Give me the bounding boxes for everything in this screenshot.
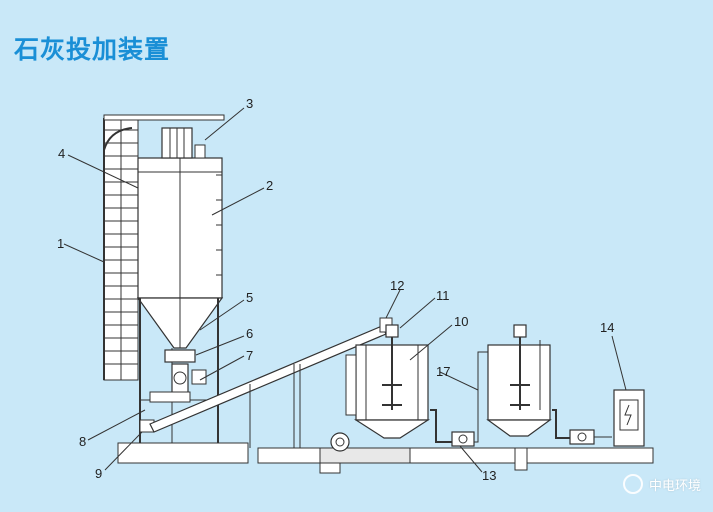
discharge-feeder xyxy=(139,349,207,433)
callout-9: 9 xyxy=(95,466,102,481)
watermark-text: 中电环境 xyxy=(648,478,701,494)
callout-13: 13 xyxy=(482,468,496,483)
callout-6: 6 xyxy=(246,326,253,341)
slurry-pump xyxy=(330,432,350,452)
transfer-pipe xyxy=(430,351,488,447)
callout-3: 3 xyxy=(246,96,253,111)
ladder-frame xyxy=(103,114,225,381)
dust-collector xyxy=(161,127,206,159)
leader-lines xyxy=(63,107,627,473)
callout-12: 12 xyxy=(390,278,404,293)
callout-10: 10 xyxy=(454,314,468,329)
callout-7: 7 xyxy=(246,348,253,363)
control-cabinet xyxy=(613,389,645,447)
callout-2: 2 xyxy=(266,178,273,193)
logo-circle-icon xyxy=(622,474,643,494)
callout-14: 14 xyxy=(600,320,614,335)
ground-slab xyxy=(117,442,654,474)
callout-4: 4 xyxy=(58,146,65,161)
mixing-tank-1 xyxy=(345,324,431,439)
page-title: 石灰投加装置 xyxy=(14,35,171,64)
callout-11: 11 xyxy=(436,288,450,303)
callout-1: 1 xyxy=(57,236,64,251)
watermark: 中电环境 xyxy=(622,474,701,494)
mixing-tank-2 xyxy=(486,324,612,445)
callout-labels: 1 2 3 4 5 6 7 8 9 10 11 12 13 14 17 xyxy=(57,96,614,483)
callout-17: 17 xyxy=(436,364,450,379)
callout-5: 5 xyxy=(246,290,253,305)
callout-8: 8 xyxy=(79,434,86,449)
